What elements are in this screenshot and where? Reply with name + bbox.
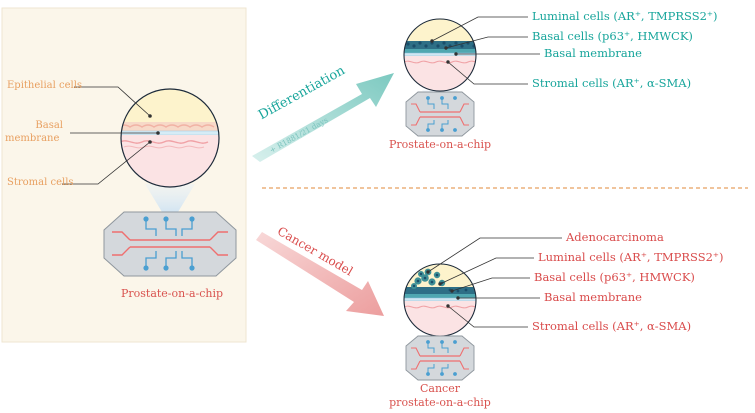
label-basal-membrane-line1: Basal [35, 120, 63, 131]
diff-label-basal-cells: Basal cells (p63⁺, HMWCK) [532, 29, 693, 43]
top-leader-lines [430, 16, 540, 85]
label-epithelial-cells: Epithelial cells [7, 80, 83, 91]
left-leader-lines [62, 86, 160, 185]
bottom-chip-caption-line2: prostate-on-a-chip [389, 396, 491, 409]
left-chip [103, 211, 237, 277]
left-zoom-funnel [145, 184, 195, 212]
cancer-label-stromal-cells: Stromal cells (AR⁺, α-SMA) [532, 319, 692, 333]
top-chip [405, 91, 475, 137]
label-basal-membrane-line2: membrane [5, 133, 60, 144]
cancer-label-basal-membrane: Basal membrane [544, 290, 642, 304]
left-panel-background [1, 7, 247, 343]
diff-label-basal-membrane: Basal membrane [544, 46, 642, 60]
top-chip-caption: Prostate-on-a-chip [388, 138, 492, 151]
top-magnified-circle [403, 18, 477, 92]
cancer-model-arrow [256, 232, 384, 316]
bottom-leader-lines [426, 237, 562, 328]
cancer-label-luminal-cells: Luminal cells (AR⁺, TMPRSS2⁺) [538, 250, 724, 264]
cancer-label-adenocarcinoma: Adenocarcinoma [566, 230, 664, 244]
bottom-chip [405, 335, 475, 381]
cancer-label-basal-cells: Basal cells (p63⁺, HMWCK) [534, 270, 695, 284]
left-chip-caption: Prostate-on-a-chip [120, 287, 224, 300]
label-stromal-cells: Stromal cells [7, 177, 74, 188]
bottom-chip-caption-line1: Cancer [420, 382, 460, 395]
bottom-magnified-circle [403, 263, 477, 337]
diff-label-stromal-cells: Stromal cells (AR⁺, α-SMA) [532, 76, 692, 90]
diff-label-luminal-cells: Luminal cells (AR⁺, TMPRSS2⁺) [532, 9, 718, 23]
differentiation-arrow [252, 73, 394, 162]
